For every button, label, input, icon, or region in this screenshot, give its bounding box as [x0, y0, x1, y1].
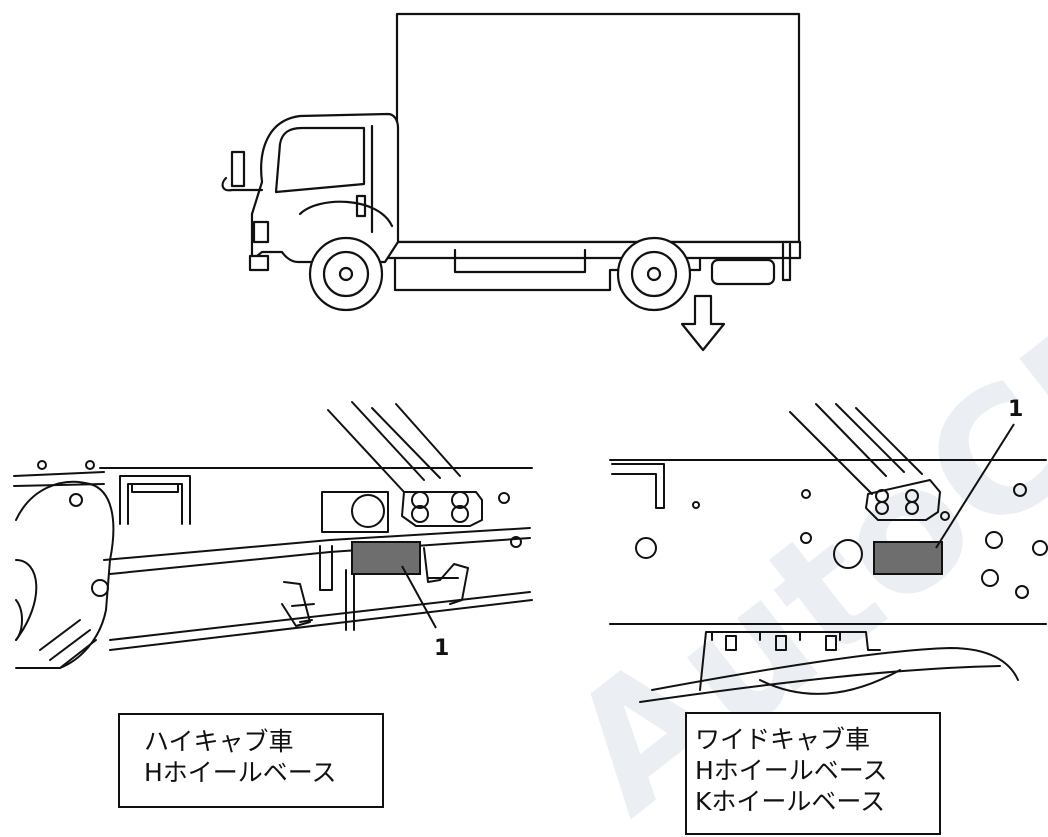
chassis-frame	[383, 240, 802, 260]
side-mirror	[230, 150, 246, 188]
left-frame-detail	[13, 401, 533, 669]
label-box-high-cab: ハイキャブ車 Hホイールベース	[118, 713, 384, 808]
truck-illustration	[221, 12, 802, 312]
callout-number-left: 1	[434, 636, 449, 661]
part-marker-left	[351, 541, 421, 575]
right-frame-detail	[609, 403, 1048, 703]
tool-box	[710, 258, 776, 286]
label-box-wide-cab: ワイドキャブ車 Hホイールベース Kホイールベース	[685, 712, 941, 835]
down-arrow-icon	[680, 294, 726, 352]
leader-line-right	[935, 423, 1015, 549]
cargo-box	[395, 12, 801, 244]
label-left-line1: ハイキャブ車	[144, 727, 294, 756]
label-right-line1: ワイドキャブ車	[695, 725, 871, 754]
label-right-line3: Kホイールベース	[695, 787, 886, 816]
callout-number-right: 1	[1008, 397, 1023, 422]
label-right-line2: Hホイールベース	[695, 756, 888, 785]
label-left-line2: Hホイールベース	[144, 758, 337, 787]
part-marker-right	[873, 541, 943, 575]
leader-line-left	[401, 565, 437, 629]
